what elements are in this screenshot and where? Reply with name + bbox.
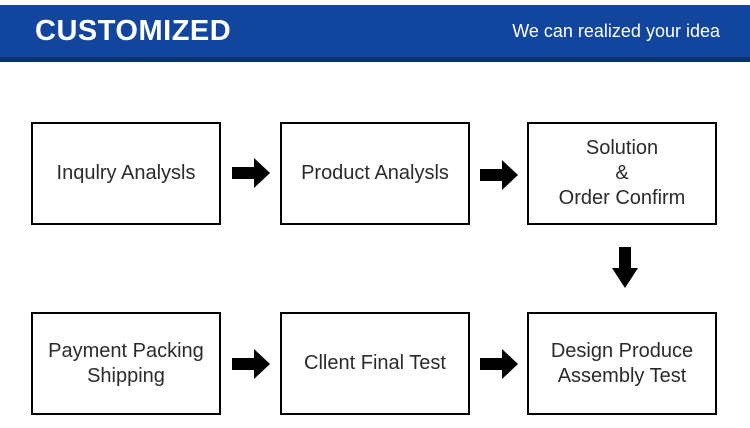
flow-box-label: Order Confirm [558,187,686,209]
flow-box-label: Cllent Final Test [304,352,446,374]
flow-box-inquiry-analysis: Inqulry Analysls [31,122,221,225]
flow-box-payment-packing-shipping: Payment Packing Shipping [31,312,221,415]
flow-box-design-produce-assembly-test: Design Produce Assembly Test [527,312,717,415]
flow-box-label: Solution [585,137,659,159]
arrow-right-icon [232,349,270,379]
flow-box-label: Payment Packing [48,339,204,362]
header-banner: CUSTOMIZED We can realized your idea [0,5,750,62]
banner-tagline: We can realized your idea [512,20,720,41]
arrow-right-icon [232,158,270,188]
flow-box-label: & [615,162,629,184]
flow-box-label: Inqulry Analysls [56,162,196,184]
flow-box-solution-order-confirm: Solution & Order Confirm [527,122,717,225]
flow-box-label: Shipping [87,364,165,387]
arrow-down-icon [612,247,638,288]
flow-box-product-analysis: Product Analysls [280,122,470,225]
flow-box-label: Assembly Test [557,364,687,387]
arrow-right-icon [480,160,518,190]
page-title: CUSTOMIZED [35,14,232,47]
flow-box-label: Design Produce [550,339,694,362]
arrow-right-icon [480,349,518,379]
flow-box-client-final-test: Cllent Final Test [280,312,470,415]
flow-box-label: Product Analysls [301,162,449,184]
